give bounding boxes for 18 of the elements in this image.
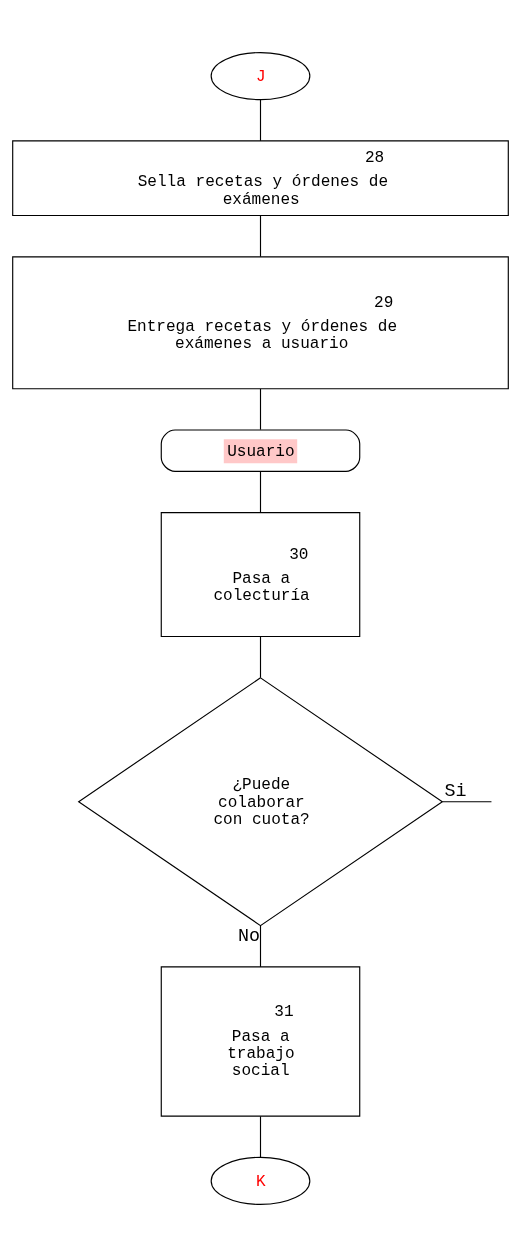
node-diamond: ¿Puede colaborar con cuota?: [77, 677, 444, 927]
connector: [259, 215, 262, 258]
node-box: 31 Pasa a trabajo social: [160, 966, 361, 1117]
connector: [259, 388, 262, 431]
connector: [259, 470, 262, 513]
node-box: 30 Pasa a colecturía: [160, 512, 361, 638]
connector: [441, 801, 493, 803]
connector: [259, 925, 262, 968]
edge-label: No: [238, 925, 261, 947]
node-ellipse: J: [210, 52, 311, 101]
edge-label: Si: [444, 780, 467, 802]
node-box: 28 Sella recetas y órdenes de exámenes: [12, 140, 509, 217]
node-box: 29 Entrega recetas y órdenes de exámenes a usuario: [12, 256, 509, 390]
connector: [259, 99, 262, 142]
connector: [259, 1115, 262, 1158]
connector: [259, 636, 262, 679]
node-ellipse: K: [210, 1156, 311, 1205]
node-box: Usuario: [160, 429, 361, 472]
